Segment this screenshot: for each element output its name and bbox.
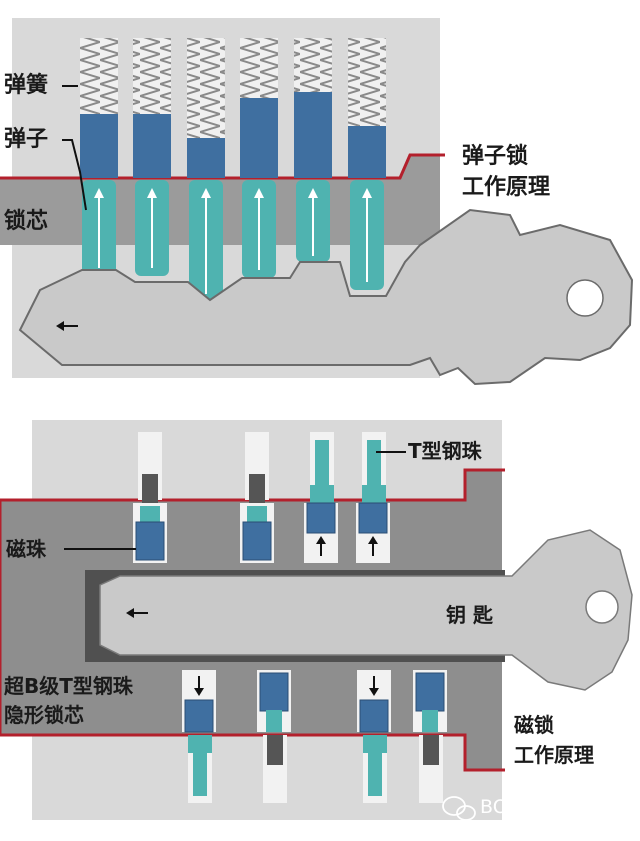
key-hole-bottom [585, 590, 619, 624]
magnet-pin-top-1 [133, 432, 167, 563]
title-magnetic-lock-2: 工作原理 [514, 743, 594, 767]
label-spring: 弹簧 [4, 72, 48, 98]
pin-lock-key [18, 208, 634, 386]
key-hole-top [566, 279, 604, 317]
label-hidden-core-1: 超B级T型钢珠 [3, 674, 134, 698]
magnet-pin-bottom-2 [257, 670, 291, 803]
magnet-pins-bottom [182, 670, 447, 803]
arrow-left-icon [126, 608, 148, 618]
label-t-ball: T型钢珠 [408, 439, 483, 463]
magnetic-lock-section: 钥 匙 [0, 420, 633, 820]
pin-stacks [80, 38, 386, 302]
magnet-pin-top-3 [304, 432, 338, 563]
driver-pin [80, 114, 118, 178]
magnet-pin-bottom-3 [357, 670, 391, 803]
magnet-pins-top [133, 432, 390, 563]
label-pin: 弹子 [4, 127, 48, 152]
wechat-icon [442, 796, 476, 821]
magnetic-lock-key [99, 529, 633, 691]
shear-line-bottom [0, 468, 505, 772]
pin-lock-section: 弹簧 弹子 锁芯 弹子锁 工作原理 [0, 18, 634, 386]
pin-stack-6 [348, 38, 386, 290]
spring [80, 38, 118, 114]
pin-stack-1 [80, 38, 118, 276]
title-magnetic-lock-1: 磁锁 [514, 713, 554, 737]
pin-stack-2 [133, 38, 171, 276]
label-core: 锁芯 [4, 208, 48, 234]
arrow-left-icon [56, 321, 78, 331]
pin-stack-4 [240, 38, 278, 278]
magnet-pin-top-2 [240, 432, 274, 563]
label-key: 钥 匙 [446, 603, 494, 627]
label-hidden-core-2: 隐形锁芯 [4, 703, 84, 727]
magnet-pin-bottom-1 [182, 670, 216, 803]
label-magnet-bead: 磁珠 [6, 537, 47, 561]
pin-stack-5 [294, 38, 332, 262]
title-pin-lock-2: 工作原理 [462, 175, 550, 200]
pin-stack-3 [187, 38, 225, 302]
title-pin-lock-1: 弹子锁 [462, 143, 528, 169]
watermark-text: BOMA智能家居 [480, 796, 613, 818]
magnet-pin-bottom-4 [413, 670, 447, 803]
watermark: BOMA智能家居 [442, 796, 613, 821]
